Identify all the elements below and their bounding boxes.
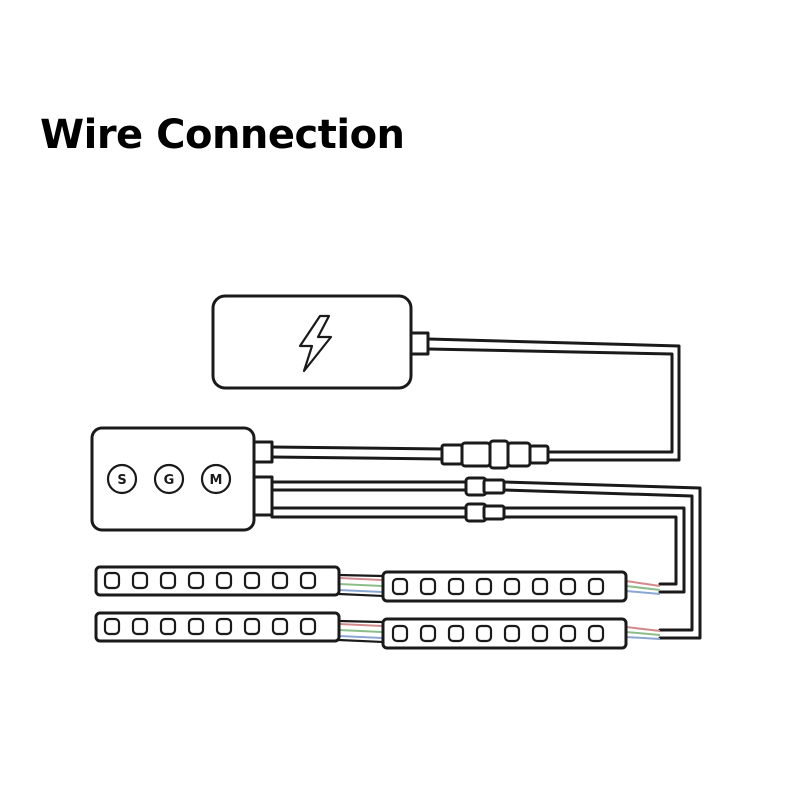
led-strip-2b: [381, 617, 628, 650]
strip-jumper-row-1: [337, 573, 385, 598]
led-chip: [243, 617, 261, 636]
led-chip: [419, 624, 437, 643]
power-input-cable: [270, 439, 550, 470]
led-chip: [475, 624, 493, 643]
led-chip: [447, 577, 465, 596]
adapter-cable: [426, 337, 681, 462]
led-chip: [187, 617, 205, 636]
led-strip-row-1: [94, 565, 661, 603]
strip-lead-row-1: [625, 580, 661, 595]
lightning-bolt-icon: [298, 314, 333, 373]
output-cable-1: [270, 476, 702, 640]
led-chip: [503, 577, 521, 596]
led-strip-row-2: [94, 611, 661, 650]
output-connector-1: [464, 476, 506, 497]
led-chip: [559, 577, 577, 596]
led-chip: [131, 571, 149, 590]
power-adapter: [211, 294, 430, 390]
strip-jumper-row-2: [337, 619, 385, 644]
led-chip: [391, 577, 409, 596]
led-chip: [503, 624, 521, 643]
led-chip: [215, 571, 233, 590]
button-m-label: M: [210, 473, 223, 488]
led-chip: [587, 624, 605, 643]
led-chip: [187, 571, 205, 590]
led-strip-1b: [381, 570, 628, 603]
controller-button-s[interactable]: S: [106, 463, 138, 495]
controller: S G M: [90, 426, 274, 532]
led-chip: [271, 617, 289, 636]
button-g-label: G: [164, 473, 175, 488]
led-chip: [447, 624, 465, 643]
led-chip: [299, 571, 317, 590]
led-chip: [587, 577, 605, 596]
led-chip: [531, 577, 549, 596]
button-s-label: S: [117, 473, 126, 488]
led-chip: [299, 617, 317, 636]
dc-connector: [440, 439, 550, 470]
led-chip: [159, 571, 177, 590]
led-chip: [103, 617, 121, 636]
output-connector-2: [464, 502, 506, 523]
led-chip: [419, 577, 437, 596]
led-chip: [103, 571, 121, 590]
controller-button-g[interactable]: G: [153, 463, 185, 495]
led-chip: [131, 617, 149, 636]
output-cable-2: [270, 502, 686, 594]
strip-lead-row-2: [625, 626, 661, 640]
controller-button-m[interactable]: M: [200, 463, 232, 495]
led-chip: [243, 571, 261, 590]
led-chip: [159, 617, 177, 636]
page-title: Wire Connection: [40, 112, 405, 158]
led-strip-2a: [94, 611, 341, 643]
led-chip: [391, 624, 409, 643]
led-chip: [475, 577, 493, 596]
led-chip: [215, 617, 233, 636]
led-chip: [271, 571, 289, 590]
led-strip-1a: [94, 565, 341, 597]
led-chip: [559, 624, 577, 643]
led-chip: [531, 624, 549, 643]
